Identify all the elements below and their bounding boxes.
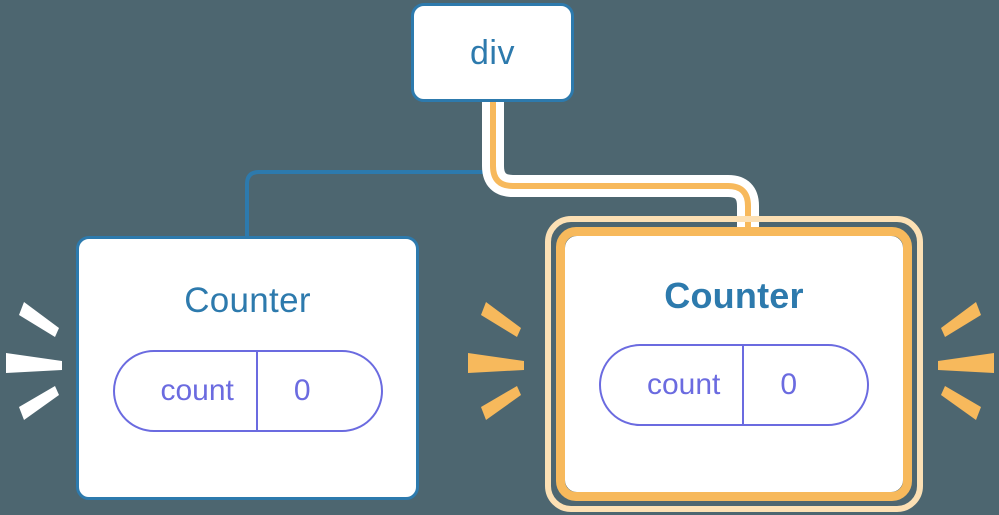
- burst-right-icon: [930, 280, 994, 440]
- state-key: count: [160, 374, 234, 407]
- highlight-ring: [556, 227, 912, 501]
- state-value: 0: [255, 352, 347, 430]
- node-counter-right[interactable]: Counter count 0: [545, 216, 923, 512]
- burst-left-icon: [6, 280, 70, 440]
- connector-div-to-counter-right: [490, 102, 751, 238]
- state-pill-counter-left: count 0: [112, 350, 383, 432]
- node-counter-right-label: Counter: [664, 275, 804, 316]
- node-counter-left[interactable]: Counter count 0: [76, 236, 419, 500]
- state-value: 0: [742, 346, 833, 424]
- connector-div-to-counter-left: [245, 102, 495, 236]
- state-pill-counter-right: count 0: [599, 344, 869, 426]
- burst-middle-icon: [468, 280, 532, 440]
- node-div[interactable]: div: [411, 3, 574, 102]
- node-counter-left-label: Counter: [184, 281, 311, 320]
- state-key: count: [647, 368, 721, 401]
- node-div-label: div: [470, 33, 515, 72]
- node-counter-right-card: Counter count 0: [565, 236, 903, 492]
